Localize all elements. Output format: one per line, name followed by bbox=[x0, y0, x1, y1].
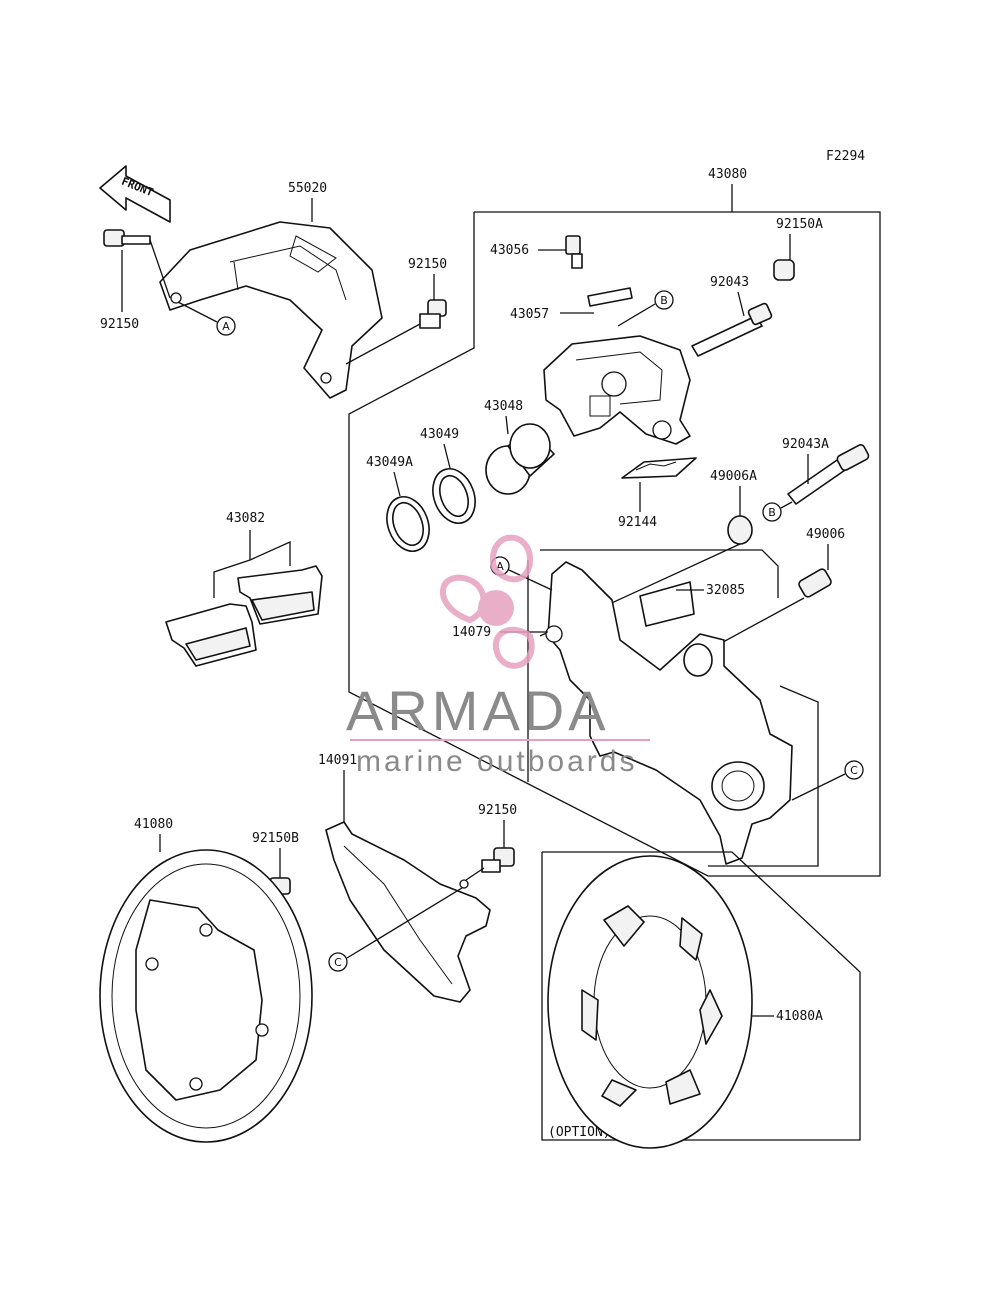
label-32085: 32085 bbox=[706, 583, 745, 598]
bolt-92150-mid bbox=[345, 299, 447, 365]
option-label: (OPTION) bbox=[548, 1125, 611, 1140]
svg-text:B: B bbox=[660, 294, 668, 307]
label-43049: 43049 bbox=[420, 427, 459, 442]
label-92150b: 92150B bbox=[252, 831, 299, 846]
label-41080: 41080 bbox=[134, 817, 173, 832]
seal-43049 bbox=[432, 468, 476, 524]
pin-92043 bbox=[691, 302, 773, 357]
brake-disc-41080a bbox=[547, 855, 753, 1149]
brake-pads-43082 bbox=[165, 565, 323, 667]
svg-text:A: A bbox=[496, 560, 504, 573]
bolt-92150-left bbox=[103, 229, 171, 299]
label-14079: 14079 bbox=[452, 625, 491, 640]
disc-guard-14091 bbox=[325, 821, 491, 1003]
cap-92150a bbox=[773, 259, 795, 281]
brake-disc-41080 bbox=[99, 849, 313, 1143]
ref-a-top: A bbox=[177, 301, 236, 336]
watermark-logo-icon bbox=[439, 534, 535, 669]
label-92043: 92043 bbox=[710, 275, 749, 290]
svg-text:B: B bbox=[768, 506, 776, 519]
caliper-bracket-14079 bbox=[545, 561, 793, 865]
watermark-brand: ARMADA bbox=[346, 679, 610, 742]
svg-text:C: C bbox=[334, 956, 342, 969]
ref-b-top: B bbox=[617, 290, 674, 327]
label-92150-left: 92150 bbox=[100, 317, 139, 332]
caliper-guard-55020 bbox=[159, 221, 383, 399]
label-43049a: 43049A bbox=[366, 455, 413, 470]
piston-43048 bbox=[485, 423, 555, 495]
cap-43057 bbox=[587, 287, 633, 307]
caliper-body bbox=[543, 335, 691, 445]
label-49006a: 49006A bbox=[710, 469, 757, 484]
label-43056: 43056 bbox=[490, 243, 529, 258]
label-43082: 43082 bbox=[226, 511, 265, 526]
label-92144: 92144 bbox=[618, 515, 657, 530]
label-92150-mid: 92150 bbox=[408, 257, 447, 272]
pin-92043a bbox=[787, 444, 870, 505]
bleeder-43056 bbox=[565, 235, 583, 269]
label-14091: 14091 bbox=[318, 753, 357, 768]
ref-b-bottom: B bbox=[762, 501, 793, 522]
label-92043a: 92043A bbox=[782, 437, 829, 452]
label-43057: 43057 bbox=[510, 307, 549, 322]
label-41080a: 41080A bbox=[776, 1009, 823, 1024]
front-arrow-icon: FRONT bbox=[99, 165, 171, 223]
ref-c-bottom: C bbox=[328, 887, 463, 972]
figure-code: F2294 bbox=[826, 149, 865, 164]
bolt-92150-bottom bbox=[465, 847, 515, 881]
watermark-tagline: marine outboards bbox=[356, 745, 637, 778]
label-92150-bottom: 92150 bbox=[478, 803, 517, 818]
label-49006: 49006 bbox=[806, 527, 845, 542]
caliper-assembly-frame bbox=[348, 184, 881, 877]
option-frame bbox=[541, 851, 861, 1141]
svg-text:C: C bbox=[850, 764, 858, 777]
seal-43049a bbox=[386, 496, 430, 552]
svg-text:A: A bbox=[222, 320, 230, 333]
label-43080: 43080 bbox=[708, 167, 747, 182]
spring-92144 bbox=[621, 457, 697, 479]
pad-spring-32085 bbox=[639, 581, 695, 627]
label-55020: 55020 bbox=[288, 181, 327, 196]
label-92150a: 92150A bbox=[776, 217, 823, 232]
label-43048: 43048 bbox=[484, 399, 523, 414]
ref-c-right: C bbox=[791, 760, 864, 801]
